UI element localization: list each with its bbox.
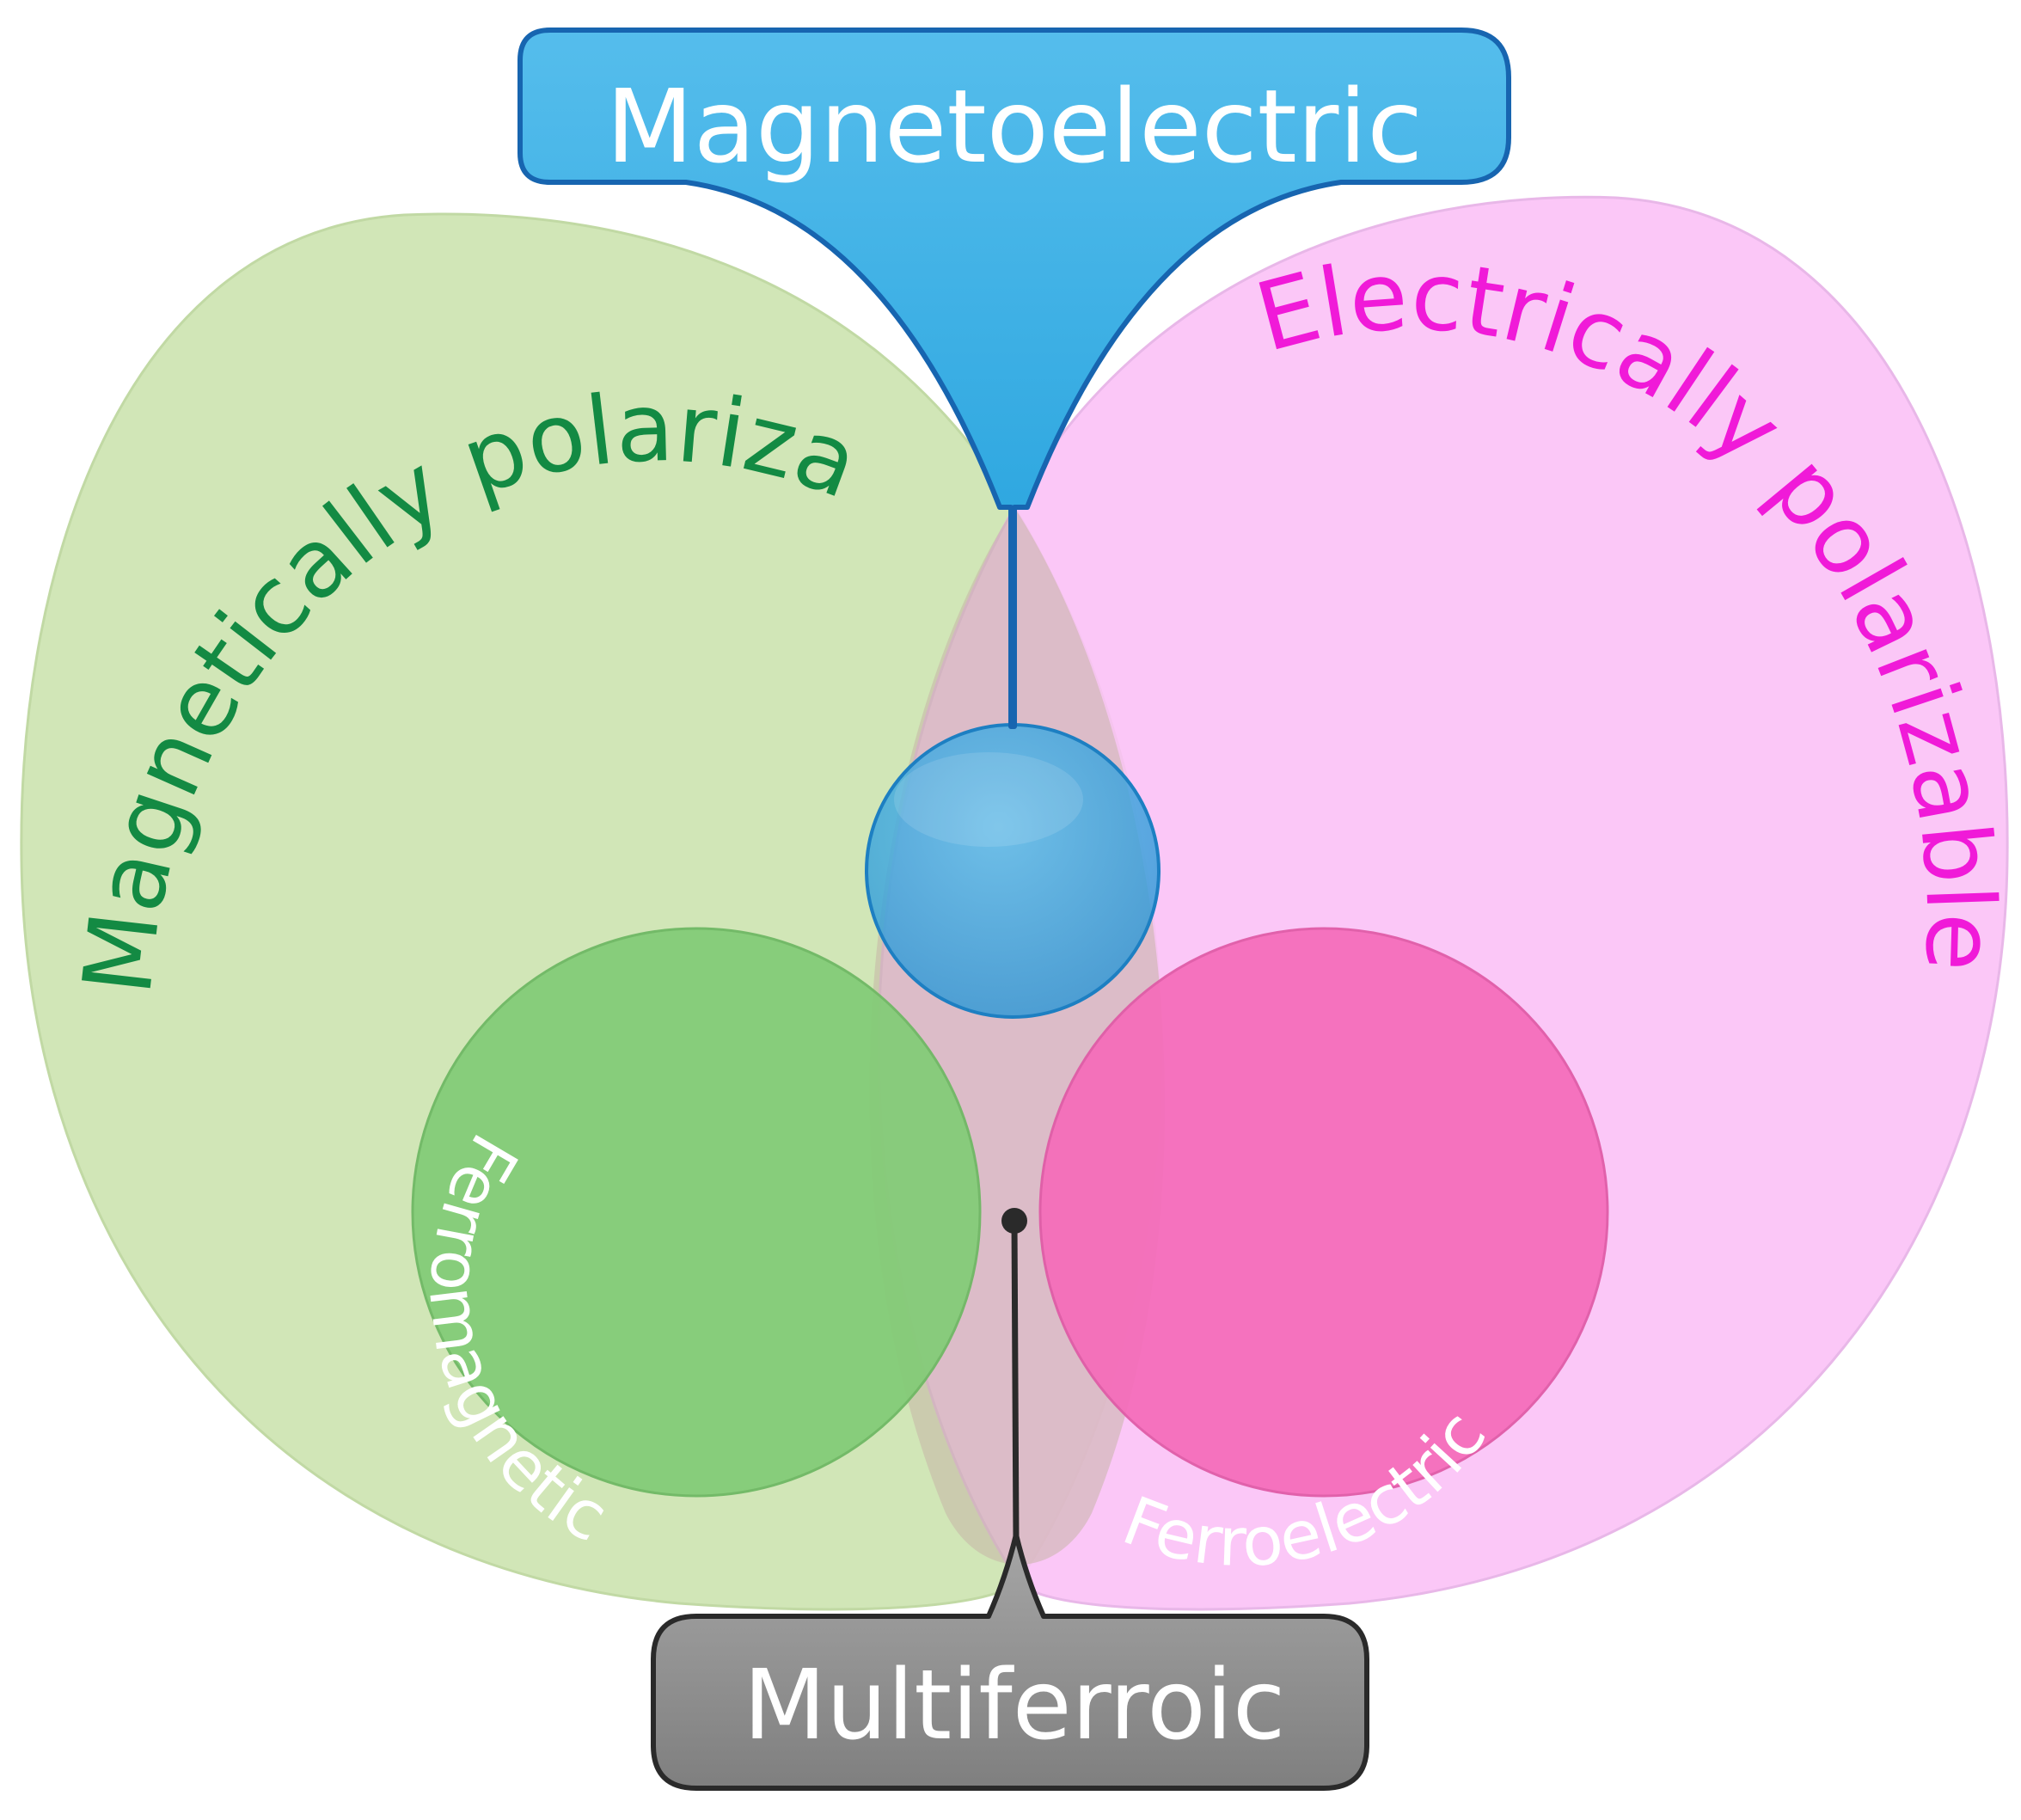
bubble-highlight [894, 752, 1083, 847]
magnetoelectric-label: Magnetoelectric [606, 67, 1423, 186]
ferromagnetic-circle [411, 927, 982, 1498]
ferroelectric-circle [1038, 927, 1609, 1498]
multiferroic-pointer-line [1011, 1220, 1020, 1540]
multiferroic-pointer-dot [1001, 1208, 1027, 1234]
multiferroic-label: Multiferroic [744, 1650, 1286, 1762]
magnetoelectric-callout [517, 28, 1511, 729]
multiferroic-callout [651, 1532, 1369, 1791]
